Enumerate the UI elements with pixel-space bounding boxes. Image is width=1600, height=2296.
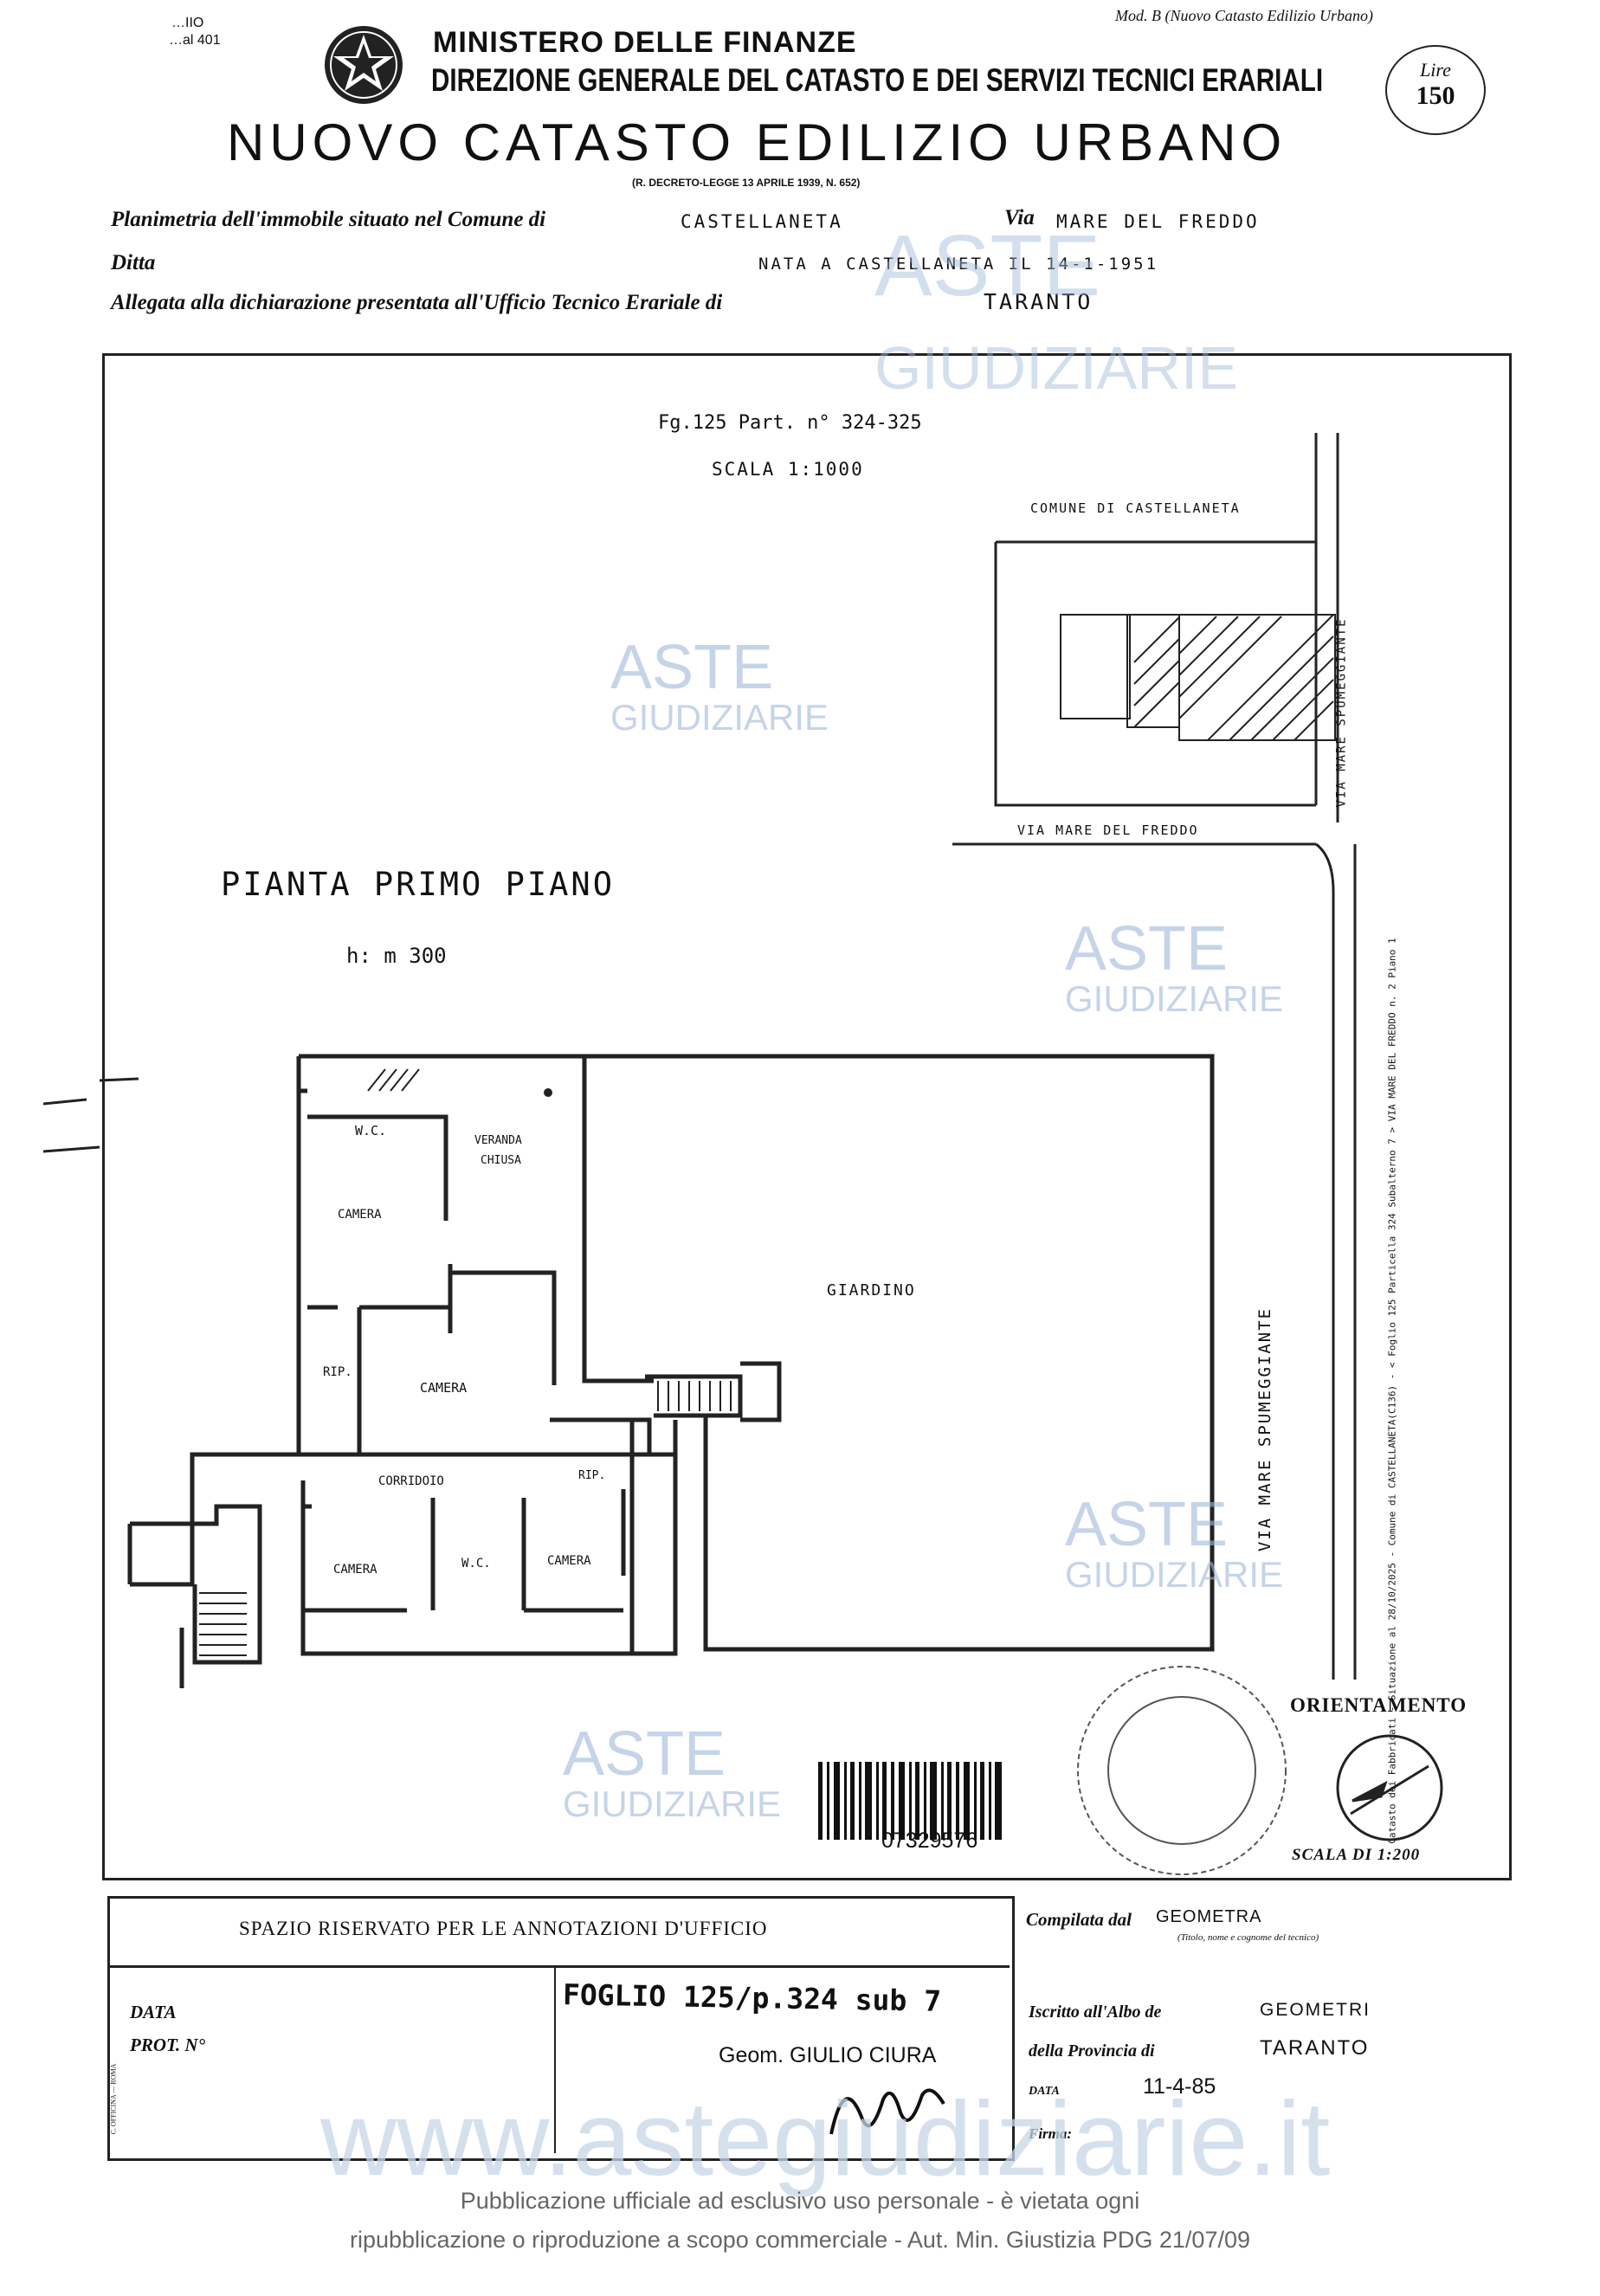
room-rip-1: RIP. [323,1365,352,1379]
comune-map-label: COMUNE DI CASTELLANETA [1030,500,1241,516]
margin-marks [42,1077,139,1153]
watermark-aste-3: ASTE [1065,914,1229,984]
watermark-aste-1: ASTE [874,217,1101,314]
lire-value: 150 [1416,81,1455,110]
foglio-reference: Fg.125 Part. n° 324-325 [658,412,922,434]
barcode-number: 07329576 [881,1828,978,1853]
spazio-riservato: SPAZIO RISERVATO PER LE ANNOTAZIONI D'UF… [239,1918,768,1939]
mod-code-left-2: …al 401 [169,33,221,48]
data-right-value: 11-4-85 [1143,2074,1216,2099]
notice-line-1: Pubblicazione ufficiale ad esclusivo uso… [460,2188,1140,2214]
geom-stamp: Geom. GIULIO CIURA [719,2043,937,2067]
ditta-value: NATA A CASTELLANETA IL 14-1-1951 [758,255,1159,274]
watermark-giudiziarie-5: GIUDIZIARIE [563,1783,782,1824]
map-scale: SCALA 1:1000 [712,459,864,480]
drawing-frame [102,353,1512,1880]
room-camera-3: CAMERA [333,1563,377,1577]
watermark-giudiziarie-2: GIUDIZIARIE [610,697,829,738]
chimney-mark [544,1088,552,1097]
comune-value: CASTELLANETA [681,211,843,232]
watermark-aste-4: ASTE [1065,1490,1229,1559]
data-label: DATA [130,2002,177,2022]
hatched-parcel [1133,614,1334,741]
compass-icon [1336,1734,1443,1841]
plan-title: PIANTA PRIMO PIANO [221,866,615,903]
ditta-label: Ditta [111,251,156,274]
watermark-giudiziarie-1: GIUDIZIARIE [874,334,1239,402]
via-value: MARE DEL FREDDO [1056,211,1260,232]
compilata-value: GEOMETRA [1156,1907,1262,1926]
decree-reference: (R. DECRETO-LEGGE 13 APRILE 1939, N. 652… [632,177,861,189]
room-camera-2: CAMERA [420,1380,468,1396]
location-map [952,433,1357,1680]
barcode [818,1762,1002,1840]
via-label: Via [1004,206,1035,229]
ministry-name: MINISTERO DELLE FINANZE [433,26,857,59]
lire-label: Lire [1420,59,1451,81]
firma-label: Firma: [1029,2125,1073,2142]
mod-code-left-1: …IIO [171,16,204,30]
room-veranda-2: CHIUSA [481,1154,521,1167]
annotations-divider [107,1965,1010,1968]
iscritto-value: GEOMETRI [1260,2000,1371,2020]
room-rip-2: RIP. [578,1469,606,1482]
watermark-site: www.astegiudiziarie.it [320,2080,1331,2197]
republic-emblem [316,17,411,113]
ufficio-value: TARANTO [984,289,1094,314]
annotations-box [107,1896,1015,2161]
street-vertical-label: VIA MARE SPUMEGGIANTE [1255,1306,1275,1552]
data-right-label: DATA [1029,2085,1060,2098]
plan-scale: SCALA DI 1:200 [1292,1846,1421,1864]
modello-label: Mod. B (Nuovo Catasto Edilizio Urbano) [1115,7,1373,24]
street-bottom-label: VIA MARE DEL FREDDO [1017,822,1199,838]
watermark-giudiziarie-3: GIUDIZIARIE [1065,978,1284,1019]
room-camera-4: CAMERA [547,1554,591,1568]
iscritto-label: Iscritto all'Albo de [1029,2003,1162,2022]
lire-stamp: Lire 150 [1385,45,1486,135]
compilata-note: (Titolo, nome e cognome del tecnico) [1177,1932,1319,1943]
watermark-aste-5: ASTE [563,1719,726,1789]
watermark-giudiziarie-4: GIUDIZIARIE [1065,1554,1284,1595]
signature [823,2065,952,2147]
plan-height: h: m 300 [346,944,447,968]
room-wc-bottom: W.C. [461,1557,491,1570]
notice-line-2: ripubblicazione o riproduzione a scopo c… [349,2227,1250,2253]
tiny-left-imprint: C. OFFICINA — ROMA [109,2063,118,2135]
room-veranda-1: VERANDA [474,1134,522,1147]
room-camera-1: CAMERA [338,1208,382,1222]
room-giardino: GIARDINO [827,1281,916,1300]
compilata-label: Compilata dal [1026,1909,1132,1930]
watermark-aste-2: ASTE [610,633,774,702]
direzione-generale: DIREZIONE GENERALE DEL CATASTO E DEI SER… [431,62,1324,98]
annotations-box-right [554,1967,556,2153]
allegata-label: Allegata alla dichiarazione presentata a… [111,291,723,314]
planimetria-label: Planimetria dell'immobile situato nel Co… [111,208,546,231]
prot-label: PROT. N° [130,2035,205,2055]
foglio-handwritten: FOGLIO 125/p.324 sub 7 [562,1977,942,2018]
official-stamp [1077,1666,1287,1875]
room-corridoio: CORRIDOIO [378,1474,444,1488]
provincia-value: TARANTO [1260,2036,1370,2060]
orientamento-label: ORIENTAMENTO [1290,1694,1468,1716]
provincia-label: della Provincia di [1029,2041,1155,2061]
main-title: NUOVO CATASTO EDILIZIO URBANO [227,113,1287,171]
street-right-label: VIA MARE SPUMEGGIANTE [1334,617,1349,808]
stairs [199,1068,732,1656]
room-wc-top: W.C. [355,1123,387,1138]
floor-plan [127,1054,1215,1688]
